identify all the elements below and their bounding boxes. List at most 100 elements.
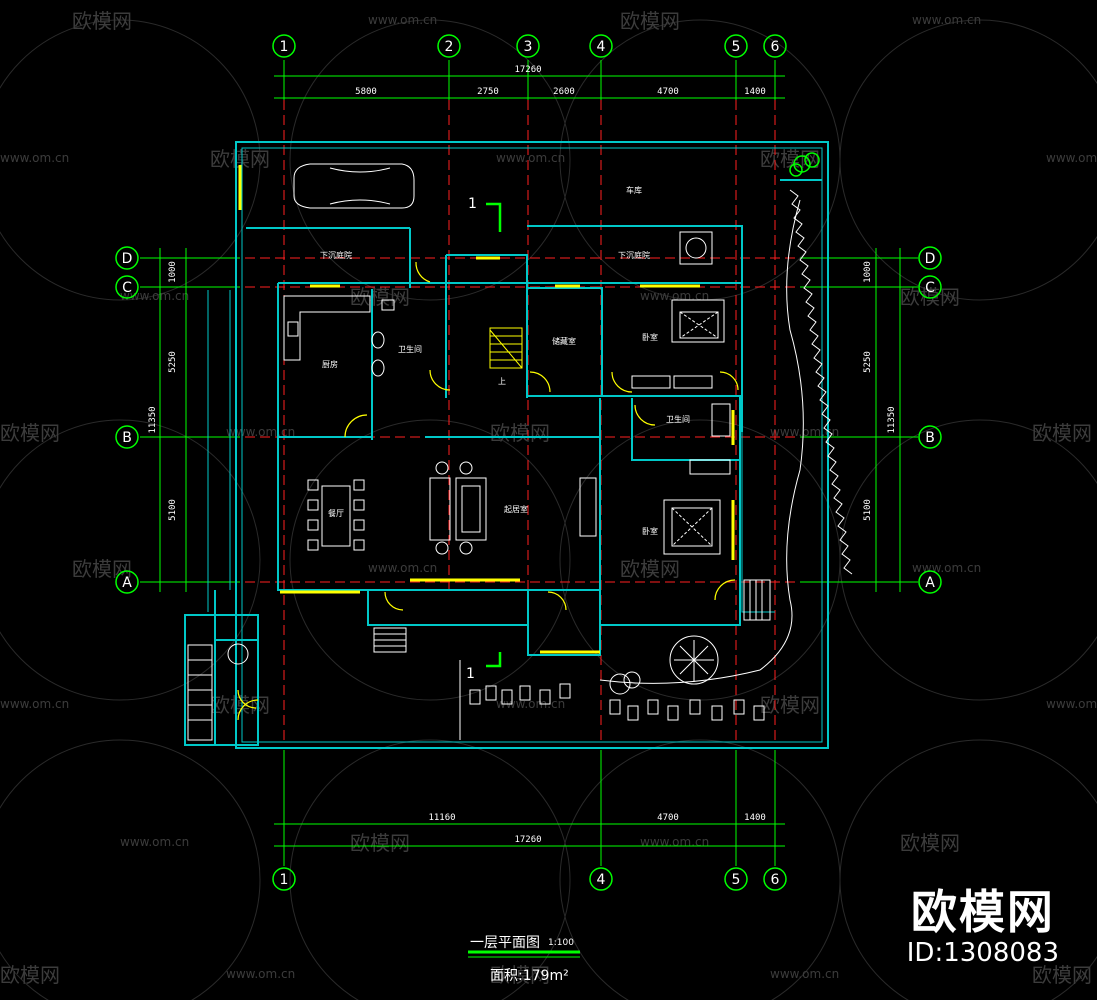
room-label-bedroom-2: 卧室 [642,526,658,536]
room-labels: 车库 下沉庭院 下沉庭院 厨房 卫生间 上 储藏室 卧室 卫生间 餐厅 起居室 … [320,185,690,536]
grid-label-4-bottom: 4 [597,872,606,888]
svg-text:欧模网: 欧模网 [620,557,680,581]
svg-text:欧模网: 欧模网 [350,831,410,855]
svg-text:欧模网: 欧模网 [760,693,820,717]
svg-text:欧模网: 欧模网 [900,831,960,855]
svg-text:www.om.cn: www.om.cn [640,289,709,303]
room-label-living: 起居室 [504,504,528,514]
dim-top-span-1: 5800 [355,87,377,97]
grid-label-1-top: 1 [280,39,289,55]
car-symbol [293,163,415,209]
grid-label-c-right: C [925,280,935,296]
room-label-stair-up: 上 [498,377,506,386]
svg-text:欧模网: 欧模网 [620,9,680,33]
room-label-kitchen: 厨房 [322,359,338,369]
dim-bottom-total: 17260 [514,835,541,845]
svg-text:欧模网: 欧模网 [900,285,960,309]
svg-text:www.om.cn: www.om.cn [1046,697,1097,711]
room-label-wc-1: 卫生间 [398,344,422,354]
svg-text:www.om.cn: www.om.cn [368,13,437,27]
svg-text:欧模网: 欧模网 [0,421,60,445]
room-label-sunken-court-left: 下沉庭院 [320,250,352,260]
dim-left-total: 11350 [148,406,158,433]
staircase [489,327,523,369]
grid-label-a-left: A [122,575,132,591]
grid-label-3-top: 3 [524,39,533,55]
grid-label-d-left: D [122,251,133,267]
svg-text:欧模网: 欧模网 [0,963,60,987]
grid-axes [200,100,900,745]
watermark-pattern [0,19,1097,1000]
room-label-sunken-court-right: 下沉庭院 [618,250,650,260]
furniture [187,163,853,741]
svg-text:www.om.cn: www.om.cn [770,967,839,981]
dim-right-total: 11350 [887,406,897,433]
dim-right-span-2: 5250 [863,351,873,373]
dim-top-span-3: 2600 [553,87,575,97]
grid-label-b-left: B [122,430,132,446]
svg-text:www.om.cn: www.om.cn [1046,151,1097,165]
drawing-area: 面积:179m² [490,968,569,984]
dim-bottom-span-1: 11160 [428,813,455,823]
drawing-scale: 1:100 [548,938,574,948]
grid-bubble-labels: 1 2 3 4 5 6 1 4 5 6 D C B A D C B A [122,39,936,888]
svg-text:www.om.cn: www.om.cn [226,967,295,981]
grid-bubbles [115,34,942,891]
plants [789,152,820,177]
grid-label-5-top: 5 [732,39,741,55]
dim-left-span-3: 5100 [168,499,178,521]
svg-text:欧模网: 欧模网 [72,9,132,33]
windows [238,165,735,654]
grid-label-5-bottom: 5 [732,872,741,888]
svg-text:www.om.cn: www.om.cn [496,697,565,711]
dim-bottom-span-3: 1400 [744,813,766,823]
dimension-texts: 17260 5800 2750 2600 4700 1400 11160 470… [148,65,897,845]
room-label-dining: 餐厅 [328,509,344,518]
grid-label-4-top: 4 [597,39,606,55]
room-label-garage: 车库 [626,185,642,195]
tree-symbol [669,635,719,685]
dimension-lines [140,60,918,866]
svg-text:www.om.cn: www.om.cn [0,151,69,165]
watermark-id: ID:1308083 [906,938,1059,968]
svg-text:www.om.cn: www.om.cn [912,13,981,27]
svg-text:www.om.cn: www.om.cn [120,835,189,849]
watermark-texts: 欧模网 www.om.cn 欧模网 www.om.cn www.om.cn 欧模… [0,9,1097,987]
dim-right-span-3: 5100 [863,499,873,521]
grid-label-2-top: 2 [445,39,454,55]
svg-text:欧模网: 欧模网 [1032,963,1092,987]
svg-text:欧模网: 欧模网 [210,693,270,717]
drawing-title-block: 一层平面图 1:100 面积:179m² [468,935,580,984]
dim-top-total: 17260 [514,65,541,75]
grid-label-6-bottom: 6 [771,872,780,888]
grid-label-6-top: 6 [771,39,780,55]
svg-text:欧模网: 欧模网 [350,285,410,309]
dim-top-span-5: 1400 [744,87,766,97]
grid-label-b-right: B [925,430,935,446]
svg-text:欧模网: 欧模网 [1032,421,1092,445]
grid-label-1-bottom: 1 [280,872,289,888]
watermark-brand: 欧模网 [910,885,1055,939]
walls [184,141,829,749]
dim-left-span-2: 5250 [168,351,178,373]
grid-label-d-right: D [925,251,936,267]
dim-left-span-1: 1000 [168,261,178,283]
section-mark-bottom: 1 [466,666,475,682]
room-label-bedroom-1: 卧室 [642,332,658,342]
svg-text:欧模网: 欧模网 [490,963,550,987]
svg-text:www.om.cn: www.om.cn [368,561,437,575]
svg-text:www.om.cn: www.om.cn [0,697,69,711]
room-label-wc-2: 卫生间 [666,414,690,424]
room-label-storage: 储藏室 [552,336,576,346]
watermark-badge: 欧模网 ID:1308083 [907,886,1059,968]
dim-top-span-4: 4700 [657,87,679,97]
svg-text:欧模网: 欧模网 [72,557,132,581]
doors [237,261,739,721]
svg-text:www.om.cn: www.om.cn [496,151,565,165]
section-mark-top: 1 [468,196,477,212]
drawing-title: 一层平面图 [470,935,540,951]
grid-label-c-left: C [122,280,132,296]
dim-bottom-span-2: 4700 [657,813,679,823]
grid-label-a-right: A [925,575,935,591]
